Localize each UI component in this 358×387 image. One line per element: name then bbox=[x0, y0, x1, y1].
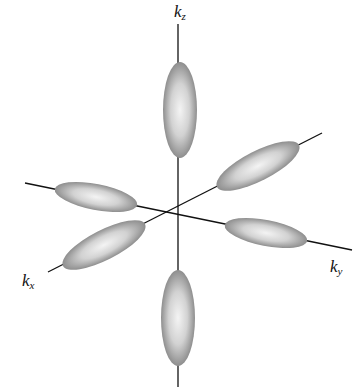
valley-ellipsoid bbox=[210, 132, 306, 200]
valley-ellipsoid bbox=[161, 270, 195, 366]
axis-label: ky bbox=[330, 258, 342, 277]
valley-ellipsoid bbox=[222, 212, 309, 254]
axis-label: kx bbox=[22, 272, 34, 291]
valley-ellipsoid bbox=[163, 62, 197, 158]
valley-ellipsoid bbox=[52, 176, 139, 218]
axis-label: kz bbox=[174, 3, 186, 22]
valley-ellipsoid bbox=[56, 211, 152, 279]
